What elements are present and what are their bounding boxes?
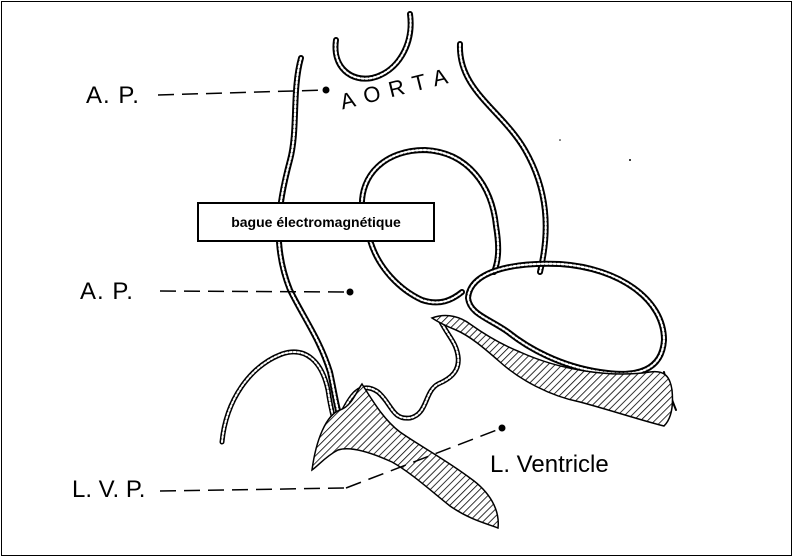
hatched-septum bbox=[312, 316, 673, 528]
label-ap-top: A. P. bbox=[86, 84, 140, 108]
leader-dots bbox=[323, 87, 506, 432]
label-lvp: L. V. P. bbox=[72, 478, 145, 502]
callout-text: bague électromagnétique bbox=[231, 214, 401, 230]
aortic-arch-loop bbox=[335, 14, 410, 79]
label-l-ventricle: L. Ventricle bbox=[490, 453, 609, 477]
callout-box: bague électromagnétique bbox=[197, 202, 435, 242]
left-ventricle-outer-wall bbox=[222, 352, 334, 442]
aorta-right-wall bbox=[460, 44, 546, 272]
label-ap-bottom: A. P. bbox=[80, 280, 134, 304]
